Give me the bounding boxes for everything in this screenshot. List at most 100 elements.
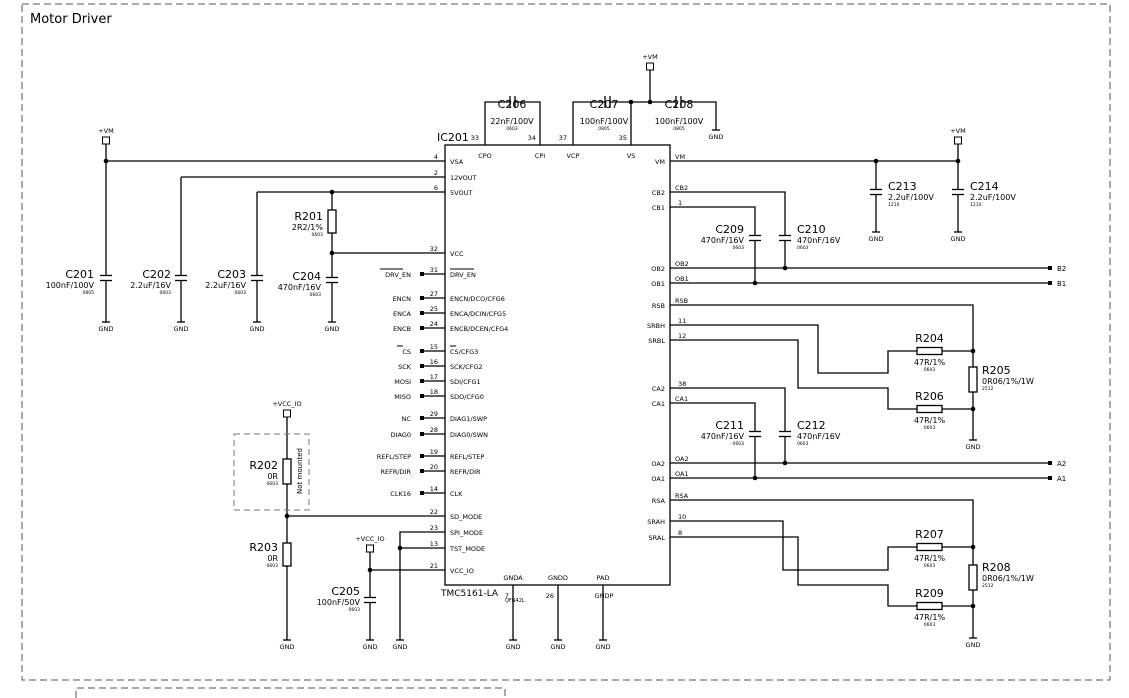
output-a2: A2 <box>1057 460 1066 468</box>
ic-pins: VSA412VOUT25VOUT6VCC32DRV_EN31DRV_ENENCN… <box>377 134 689 600</box>
net-label: NC <box>402 415 412 423</box>
pin-number: 24 <box>430 320 438 328</box>
cap-package: 1210 <box>888 202 900 208</box>
cap-ref: C212 <box>797 419 826 432</box>
pin-port <box>420 311 424 315</box>
pin-name: VM <box>655 158 665 166</box>
gnd-label: GND <box>174 325 189 333</box>
pin-net: OB1 <box>675 275 689 283</box>
gnd-label: GND <box>596 643 611 651</box>
wire <box>681 101 717 130</box>
power-port: +VCC_IO <box>272 400 302 418</box>
res-body <box>968 564 978 591</box>
cap-package: 0603 <box>506 126 518 132</box>
sheet-border <box>21 3 1111 681</box>
gnd-symbol: GND <box>869 231 883 243</box>
res-value: 47R/1% <box>914 358 946 367</box>
res-package: 0603 <box>924 425 936 431</box>
gnd-label: GND <box>280 643 295 651</box>
pin-net: OA2 <box>675 455 689 463</box>
cap-ref: C204 <box>292 270 321 283</box>
cap-ref: C208 <box>665 98 694 111</box>
gnd-symbol: GND <box>174 321 189 333</box>
pin-port <box>420 272 424 276</box>
port-a1 <box>1048 476 1052 480</box>
cap-package: 0603 <box>797 245 809 251</box>
pin-number: 14 <box>430 485 438 493</box>
pin-number: 38 <box>678 380 686 388</box>
gnd-label: GND <box>966 641 981 649</box>
pin-name: SD_MODE <box>450 513 482 521</box>
power-label: +VCC_IO <box>355 535 384 543</box>
cap-ref: C205 <box>331 585 360 598</box>
net-label: DIAG0 <box>391 431 411 439</box>
power-port-box <box>102 136 110 145</box>
res-package: 0603 <box>312 232 324 238</box>
pin-net: OB2 <box>675 260 689 268</box>
cap-package: 0603 <box>160 290 172 296</box>
net-label: REFR/DIR <box>380 468 411 476</box>
junction-dot <box>782 265 788 271</box>
pin-port <box>420 432 424 436</box>
pin-name: SDI/CFG1 <box>450 378 481 386</box>
power-port: +VM <box>950 127 966 145</box>
gnd-label: GND <box>551 643 566 651</box>
pin-number: 2 <box>434 169 438 177</box>
gnd-symbol: GND <box>966 439 980 451</box>
pin-name: VSA <box>450 158 464 166</box>
output-b1: B1 <box>1057 280 1066 288</box>
res-body <box>282 458 292 485</box>
wire <box>572 101 605 145</box>
output-a1: A1 <box>1057 475 1066 483</box>
vsa-wire <box>105 144 445 162</box>
power-port: +VCC_IO <box>355 535 385 553</box>
pin-number: 17 <box>430 373 438 381</box>
wire <box>670 324 917 374</box>
gnd-label: GND <box>363 643 378 651</box>
ic-ref: IC201 <box>437 131 469 144</box>
pin-number: 33 <box>471 134 479 142</box>
res-body <box>916 404 943 414</box>
pin-number: 29 <box>430 410 438 418</box>
cap-ref: C201 <box>65 268 94 281</box>
res-ref: R203 <box>249 541 278 554</box>
res-ref: R204 <box>915 332 944 345</box>
power-port-box <box>954 136 962 145</box>
pin-port <box>420 416 424 420</box>
res-body <box>282 542 292 567</box>
pin-name: SRAL <box>649 534 666 542</box>
wire <box>670 304 974 367</box>
ic-package: QFN42L <box>505 598 525 604</box>
cap-value: 470nF/16V <box>701 236 745 245</box>
power-port-box <box>283 409 291 418</box>
cap-package: 0603 <box>733 245 745 251</box>
gnd-symbol: GND <box>280 639 295 651</box>
pin-name: CLK <box>450 490 463 498</box>
gnd-symbol: GND <box>506 639 520 651</box>
gnd-symbol: GND <box>250 321 264 333</box>
pin-number: 31 <box>430 266 438 274</box>
